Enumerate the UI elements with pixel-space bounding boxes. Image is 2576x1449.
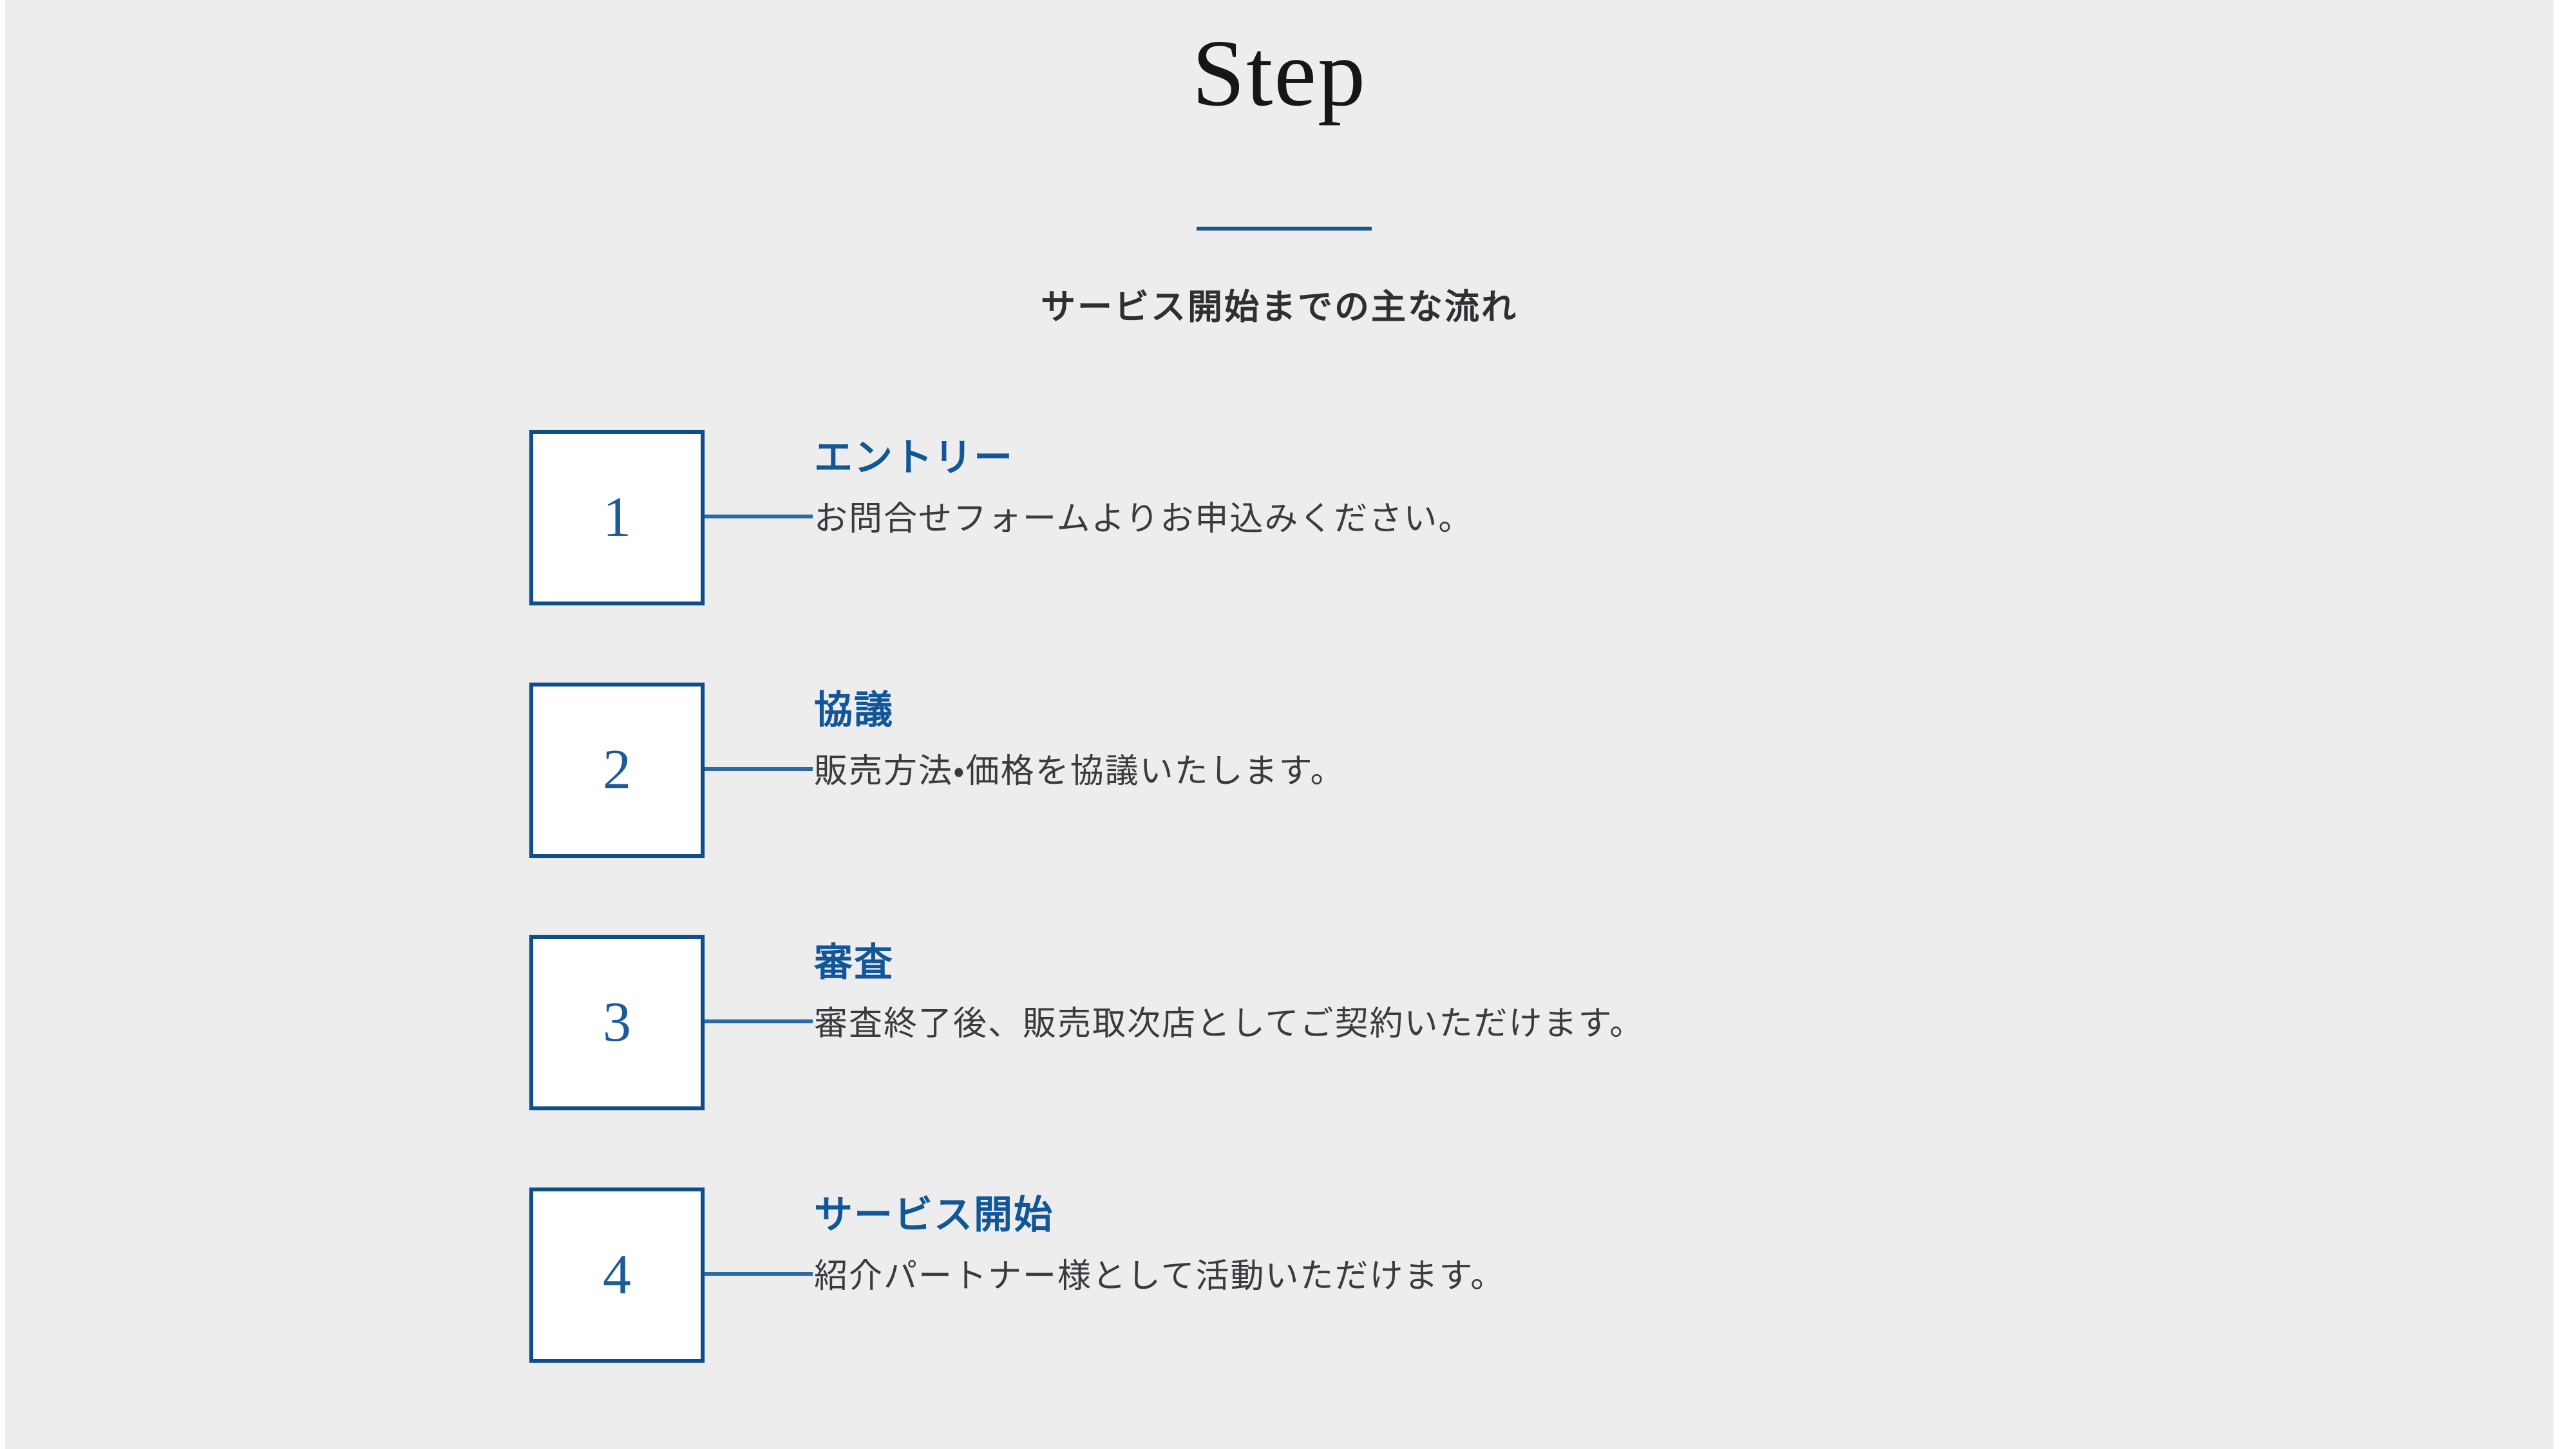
step-description: 審査終了後、販売取次店としてご契約いただけます。	[814, 1005, 1645, 1043]
step-number-box: 4	[529, 1188, 705, 1363]
step-heading: 審査	[814, 942, 894, 984]
step-connector-line	[705, 1272, 813, 1276]
section-subtitle: サービス開始までの主な流れ	[1041, 288, 1518, 327]
step-content: 審査 審査終了後、販売取次店としてご契約いただけます。	[814, 940, 2424, 1046]
step-heading: エントリー	[814, 437, 1014, 479]
step-number: 4	[603, 1244, 631, 1306]
step-number: 2	[603, 739, 631, 801]
step-item: 2 協議 販売方法・価格を協議いたします。	[5, 683, 2553, 935]
step-content: サービス開始 紹介パートナー様として活動いただけます。	[814, 1193, 2424, 1298]
step-connector-line	[705, 515, 813, 518]
step-section: Step サービス開始までの主な流れ 1 エントリー お問合せフォームよりお申込…	[5, 0, 2553, 1449]
step-heading: サービス開始	[814, 1194, 1054, 1236]
step-item: 1 エントリー お問合せフォームよりお申込みください。	[5, 430, 2553, 683]
step-number-box: 2	[529, 683, 705, 858]
step-item: 3 審査 審査終了後、販売取次店としてご契約いただけます。	[5, 935, 2553, 1188]
step-connector-line	[705, 1019, 813, 1023]
step-description: お問合せフォームよりお申込みください。	[814, 500, 1473, 538]
step-number-box: 3	[529, 935, 705, 1110]
step-connector-line	[705, 767, 813, 771]
title-divider	[1197, 227, 1372, 231]
step-description: 販売方法・価格を協議いたします。	[814, 753, 1345, 790]
step-item: 4 サービス開始 紹介パートナー様として活動いただけます。	[5, 1188, 2553, 1440]
step-content: 協議 販売方法・価格を協議いたします。	[814, 688, 2424, 793]
step-number: 1	[603, 486, 631, 549]
steps-list: 1 エントリー お問合せフォームよりお申込みください。 2 協議 販売方法・価格…	[5, 430, 2553, 1440]
step-number: 3	[603, 991, 631, 1054]
step-description: 紹介パートナー様として活動いただけます。	[814, 1258, 1506, 1295]
step-heading: 協議	[814, 689, 894, 732]
step-content: エントリー お問合せフォームよりお申込みください。	[814, 435, 2424, 541]
step-number-box: 1	[529, 430, 705, 605]
page-title: Step	[1191, 21, 1367, 126]
